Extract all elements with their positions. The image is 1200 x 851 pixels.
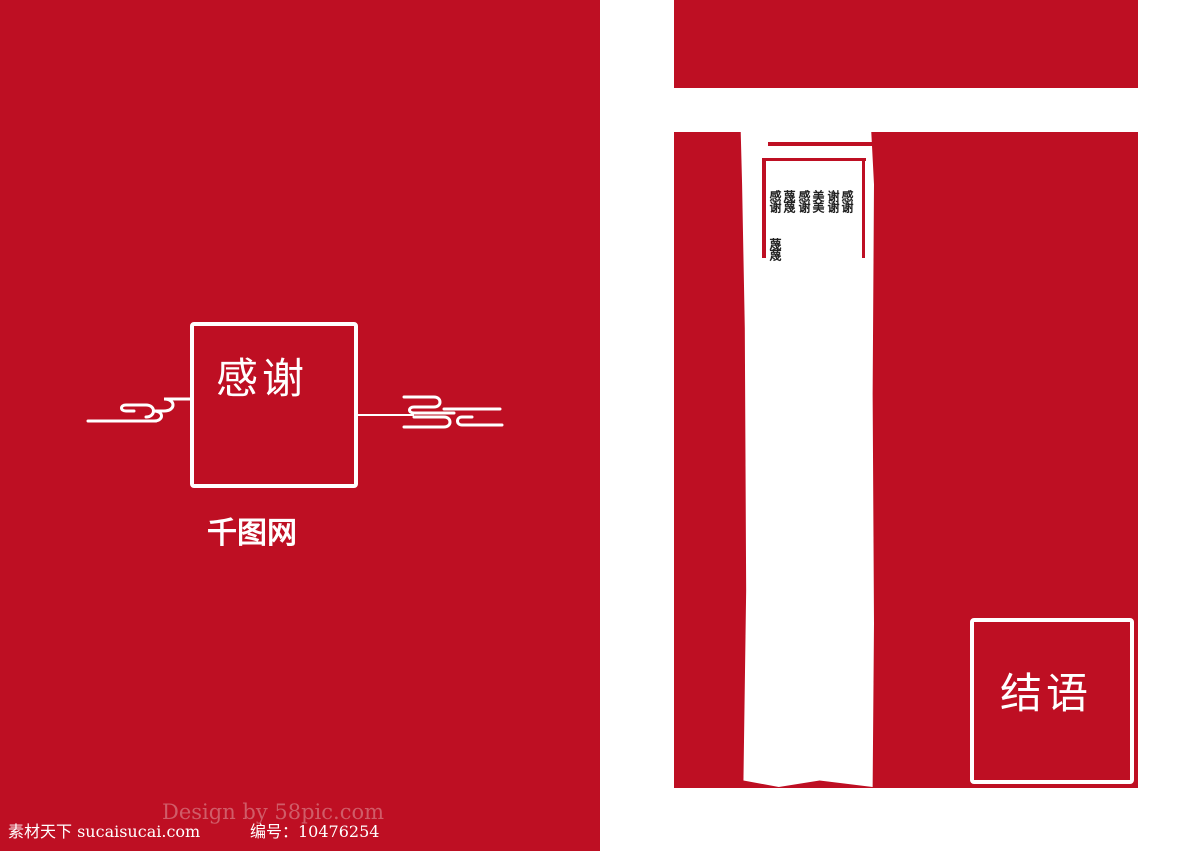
site-logo: 千图网: [207, 516, 297, 551]
right-cloud-icon: [358, 395, 504, 429]
vertical-text-3: 感谢: [797, 190, 811, 212]
left-cloud-icon: [86, 397, 194, 423]
watermark-design-by: Design by 58pic.com: [162, 800, 385, 824]
vertical-text-7: 蔑蔑: [768, 238, 782, 260]
left-seal-title: 感谢: [216, 354, 309, 403]
right-seal-frame: [970, 618, 1134, 784]
content-strip: [740, 132, 874, 787]
strip-inner-top: [762, 158, 866, 161]
watermark-id: 编号：10476254: [250, 822, 380, 841]
vertical-text-4: 美美: [811, 190, 825, 212]
watermark-site: 素材天下 sucaisucai.com: [8, 822, 201, 841]
vertical-text-1: 感谢: [768, 190, 782, 212]
vertical-text-5: 谢谢: [826, 190, 840, 212]
left-seal-frame: [190, 322, 358, 488]
right-top-bar: [674, 0, 1138, 88]
vertical-text-6: 感谢: [840, 190, 854, 212]
strip-inner-border: [762, 158, 766, 258]
strip-top-border: [768, 142, 874, 146]
right-seal-title: 结语: [1000, 669, 1093, 718]
strip-right-line: [862, 158, 865, 258]
vertical-text-2: 蔑蔑: [782, 190, 796, 212]
